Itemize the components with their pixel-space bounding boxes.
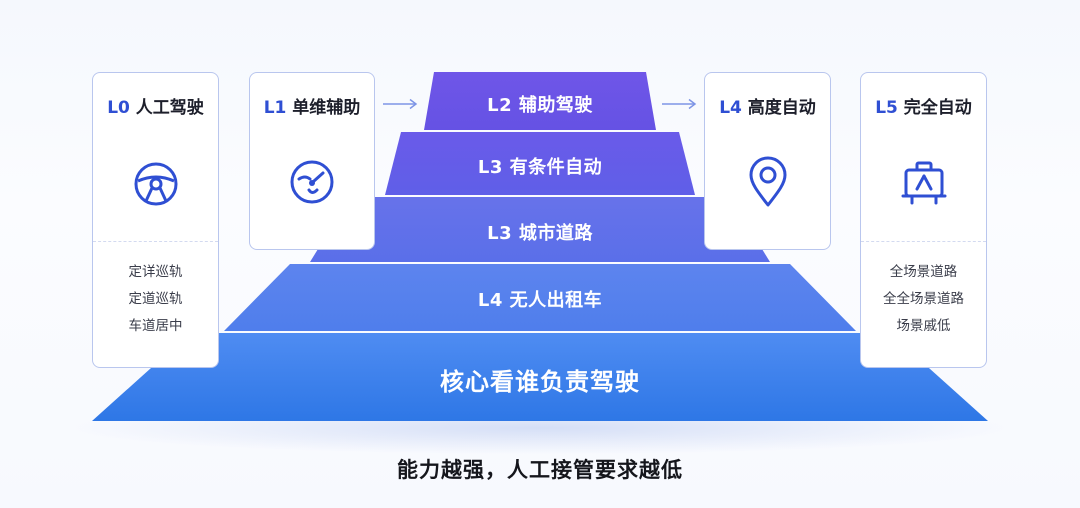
card-l5-level: L5 [875,98,898,118]
card-l1-name: 单维辅助 [292,98,361,118]
card-l0-feature: 车道居中 [128,318,183,334]
card-l1: L1 单维辅助 [249,72,375,250]
card-l1-title: L1 单维辅助 [250,93,374,118]
card-l0-divider [93,241,218,242]
footer-caption: 能力越强，人工接管要求越低 [397,458,683,482]
arrow-right-icon [383,98,418,110]
steering-assist-icon [290,160,334,204]
tier-label-l4-robotaxi: L4 无人出租车 [477,290,603,311]
tier-1-shape [385,132,695,195]
location-pin-icon [749,156,786,207]
steering-wheel-icon [134,162,177,206]
card-l5: L5 完全自动 全场景道路 全全场景道路 场景戚低 [860,72,987,368]
card-l5-name: 完全自动 [903,98,972,118]
tier-label-l3-city: L3 城市道路 [487,223,593,244]
card-l5-feature: 场景戚低 [896,318,951,334]
card-l0-feature: 定道巡轨 [128,291,183,307]
tier-4-shape [92,333,988,421]
card-l5-features: 全场景道路 全全场景道路 场景戚低 [861,259,986,340]
card-l4: L4 高度自动 [704,72,831,250]
card-l4-level: L4 [719,98,742,118]
card-l0: L0 人工驾驶 定详巡轨 定道巡轨 车道居中 [92,72,219,368]
tier-2-shape [310,197,770,262]
card-l0-title: L0 人工驾驶 [93,93,218,118]
card-l0-name: 人工驾驶 [135,98,204,118]
card-l5-feature: 全全场景道路 [883,291,964,307]
tier-label-l2: L2 辅助驾驶 [487,95,593,116]
card-l5-feature: 全场景道路 [889,264,958,280]
card-l0-level: L0 [107,98,130,118]
tier-label-l3-conditional: L3 有条件自动 [477,157,603,178]
card-l0-features: 定详巡轨 定道巡轨 车道居中 [93,259,218,340]
robotaxi-icon [901,161,946,205]
tier-label-core: 核心看谁负责驾驶 [440,368,640,396]
arrow-right-icon [662,98,697,110]
card-l4-title: L4 高度自动 [705,93,830,118]
card-l5-title: L5 完全自动 [861,93,986,118]
card-l0-feature: 定详巡轨 [128,264,183,280]
card-l5-divider [861,241,986,242]
card-l1-level: L1 [263,98,287,118]
card-l4-name: 高度自动 [747,98,816,118]
tier-3-shape [224,264,856,331]
tier-0-shape [424,72,656,130]
